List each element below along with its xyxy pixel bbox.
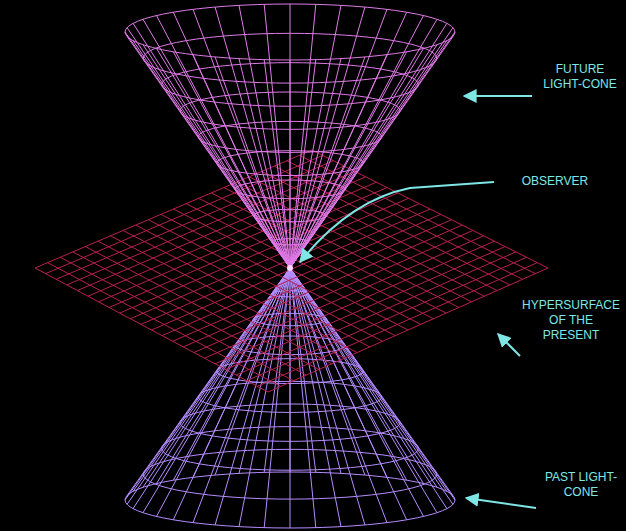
callout-label: HYPERSURFACE OF THE PRESENT xyxy=(520,298,622,343)
cone-meridian xyxy=(290,268,291,472)
cone-meridian xyxy=(290,4,316,268)
cone-meridian xyxy=(290,28,453,268)
cone-meridian xyxy=(290,268,365,525)
leader-arrow xyxy=(300,182,494,262)
cone-meridian xyxy=(290,7,365,268)
grid-line xyxy=(173,220,452,342)
cone-meridian xyxy=(193,9,290,268)
grid-line xyxy=(236,252,516,375)
cone-meridian xyxy=(290,59,341,268)
grid-line xyxy=(152,209,431,330)
cone-meridian xyxy=(143,19,290,268)
hypersurface-grid xyxy=(35,150,548,392)
grid-line xyxy=(247,257,527,380)
callout-label: FUTURE LIGHT-CONE xyxy=(538,62,622,92)
cone-meridian xyxy=(127,268,290,496)
cone-meridian xyxy=(290,268,453,496)
cone-meridian xyxy=(290,57,365,268)
cone-meridian xyxy=(290,268,423,484)
past-light-cone xyxy=(125,268,455,528)
grid-line xyxy=(268,268,548,392)
cone-meridian xyxy=(157,268,290,484)
grid-line xyxy=(183,225,462,347)
cone-meridian xyxy=(290,12,407,268)
cone-meridian xyxy=(290,268,423,516)
grid-line xyxy=(312,150,548,268)
cone-meridian xyxy=(127,268,290,504)
cone-meridian xyxy=(125,268,290,500)
grid-line xyxy=(226,247,505,370)
cone-meridian xyxy=(290,23,447,268)
cone-meridian xyxy=(290,36,453,268)
cone-meridian xyxy=(215,7,290,268)
cone-meridian xyxy=(173,12,290,268)
cone-meridian xyxy=(290,32,455,268)
grid-line xyxy=(204,236,483,358)
cone-meridian xyxy=(125,32,290,268)
leader-arrow xyxy=(466,498,536,508)
cone-meridian xyxy=(290,268,455,500)
cone-meridian xyxy=(239,59,290,268)
cone-meridian xyxy=(290,19,437,268)
cone-meridian xyxy=(290,268,291,528)
cone-meridian xyxy=(290,16,423,268)
grid-line xyxy=(257,263,537,387)
grid-line xyxy=(162,214,441,335)
cone-meridian xyxy=(264,4,290,268)
observer-point xyxy=(287,265,293,271)
cone-meridian xyxy=(127,28,290,268)
future-light-cone xyxy=(125,4,455,268)
grid-line xyxy=(194,230,473,352)
leader-arrow xyxy=(498,334,520,356)
cone-meridian xyxy=(157,16,290,268)
cone-meridian xyxy=(173,268,290,480)
callout-label: OBSERVER xyxy=(500,174,610,189)
leader-arrow xyxy=(464,95,532,97)
cone-meridian xyxy=(157,268,290,516)
cone-meridian xyxy=(133,268,290,491)
cone-meridian xyxy=(290,268,453,504)
grid-line xyxy=(215,241,494,364)
cone-meridian xyxy=(290,60,316,268)
cone-meridian xyxy=(239,5,290,268)
cone-meridian xyxy=(290,4,291,268)
callout-label: PAST LIGHT-CONE xyxy=(540,470,622,500)
cone-meridian xyxy=(143,268,290,513)
